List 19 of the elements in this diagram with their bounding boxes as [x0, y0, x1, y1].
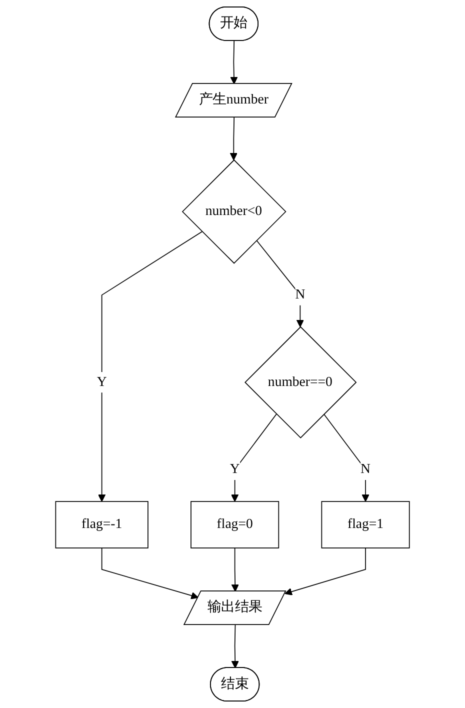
arrow	[256, 240, 304, 328]
arrow	[284, 548, 366, 596]
arrow	[323, 414, 370, 502]
node-box: flag=-1	[55, 501, 148, 548]
edge-label: N	[360, 462, 370, 477]
edge-label: N	[295, 287, 306, 302]
arrow	[98, 231, 202, 502]
node-diamond: number<0	[182, 159, 286, 264]
arrow	[101, 548, 199, 600]
arrow	[231, 624, 239, 668]
edge-label: Y	[96, 374, 107, 390]
arrow	[230, 117, 238, 160]
edge-label: Y	[230, 462, 240, 477]
node-diamond: number==0	[244, 326, 357, 438]
arrow	[230, 40, 238, 84]
arrow	[231, 548, 239, 592]
arrow	[231, 414, 277, 502]
node-box: flag=1	[321, 501, 410, 548]
node-box: flag=0	[190, 501, 280, 548]
